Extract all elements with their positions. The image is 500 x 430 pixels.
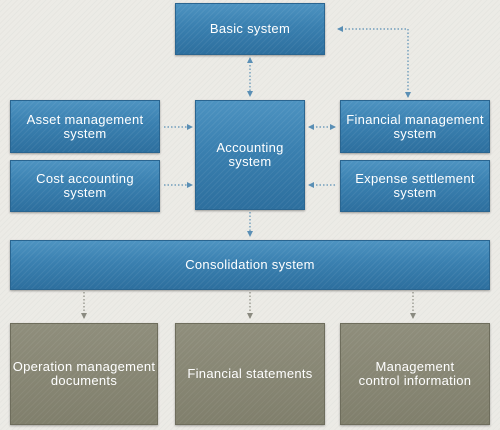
operation-management-documents-box: Operation management documents bbox=[10, 323, 158, 425]
financial-statements-box: Financial statements bbox=[175, 323, 325, 425]
asset-management-system-label: Asset management system bbox=[26, 111, 144, 141]
expense-settlement-system-label: Expense settlement system bbox=[355, 171, 475, 200]
basic-system-box: Basic system bbox=[175, 3, 325, 55]
arrow-basic-financial bbox=[337, 26, 411, 98]
consolidation-system-box: Consolidation system bbox=[10, 240, 490, 290]
financial-management-system-label: Financial management system bbox=[346, 111, 484, 141]
cost-accounting-system-label: Cost accounting system bbox=[36, 171, 134, 200]
accounting-system-box: Accounting system bbox=[195, 100, 305, 210]
accounting-system-label: Accounting system bbox=[216, 140, 284, 169]
consolidation-system-label: Consolidation system bbox=[185, 257, 315, 272]
expense-settlement-system-box: Expense settlement system bbox=[340, 160, 490, 212]
operation-management-documents-label: Operation management documents bbox=[12, 359, 156, 388]
management-control-information-label: Management control information bbox=[358, 359, 472, 388]
asset-management-system-box: Asset management system bbox=[10, 100, 160, 153]
management-control-information-box: Management control information bbox=[340, 323, 490, 425]
financial-management-system-box: Financial management system bbox=[340, 100, 490, 153]
financial-statements-label: Financial statements bbox=[187, 366, 313, 381]
basic-system-label: Basic system bbox=[209, 21, 291, 36]
cost-accounting-system-box: Cost accounting system bbox=[10, 160, 160, 212]
